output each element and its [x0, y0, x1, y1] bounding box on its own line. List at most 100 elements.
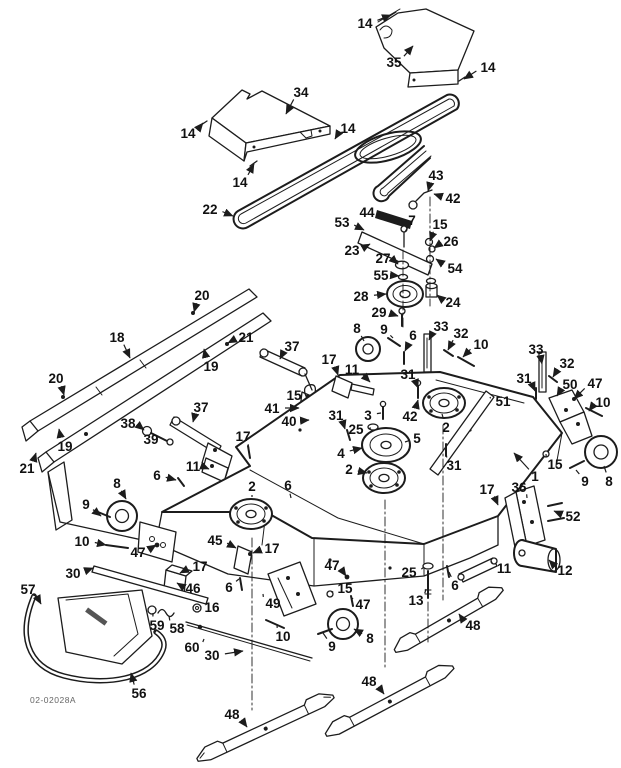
leader-line-6: [165, 473, 177, 482]
leader-line-29: [388, 309, 399, 318]
leader-line-11: [360, 372, 371, 383]
leader-line-48: [458, 613, 468, 624]
leader-line-30: [224, 648, 244, 657]
callout-60-84: 60: [184, 640, 199, 655]
callout-31-47: 31: [400, 367, 416, 382]
leader-line-32: [447, 339, 456, 351]
spindle-right: [422, 387, 466, 419]
leader-line-47: [351, 597, 354, 600]
leader-line-28: [373, 290, 387, 300]
leader-line-55: [389, 270, 400, 280]
callout-31-56: 31: [328, 408, 344, 423]
callout-59-82: 59: [149, 618, 164, 633]
callout-17-78: 17: [264, 541, 279, 556]
figure-code: 02-02028A: [30, 695, 76, 705]
leader-line-51: [489, 396, 492, 399]
leader-line-8: [603, 465, 607, 473]
leader-line-2: [441, 413, 444, 419]
callout-39-40: 39: [143, 432, 158, 447]
callout-51-57: 51: [495, 394, 511, 409]
callout-20-32: 20: [48, 371, 63, 386]
callout-14-4: 14: [357, 16, 373, 31]
leader-line-45: [226, 540, 237, 549]
callout-4-53: 4: [337, 446, 345, 461]
callout-2-54: 2: [345, 462, 353, 477]
belt-cover-35: [375, 8, 475, 88]
callout-43-8: 43: [428, 168, 444, 183]
callout-30-88: 30: [65, 566, 80, 581]
spindle-left: [229, 498, 273, 530]
leader-line-20: [57, 385, 66, 396]
callout-23-15: 23: [344, 243, 360, 258]
caster-wheel-top: [355, 333, 475, 373]
leader-line-9: [575, 469, 580, 475]
leader-line-9: [91, 507, 102, 517]
leader-line-15: [429, 231, 438, 242]
leader-line-3: [376, 412, 382, 415]
callout-25-101: 25: [401, 565, 417, 580]
leader-line-14: [463, 70, 477, 80]
callout-17-45: 17: [321, 352, 336, 367]
leader-line-48: [375, 684, 385, 695]
leader-line-17: [331, 365, 340, 376]
leader-line-47: [146, 544, 157, 554]
callout-54-17: 54: [447, 261, 463, 276]
leader-line-10: [588, 401, 598, 412]
callout-44-10: 44: [359, 205, 375, 220]
front-caster-bottom: [239, 561, 434, 640]
leader-line-34: [285, 99, 295, 115]
leader-line-33: [536, 354, 545, 365]
callout-6-76: 6: [284, 478, 292, 493]
leader-line-6: [448, 571, 452, 578]
leader-line-46: [176, 582, 187, 592]
leader-line-13: [424, 588, 427, 594]
callout-56-86: 56: [131, 686, 147, 701]
leader-line-21: [29, 452, 38, 463]
callout-14-2: 14: [232, 175, 248, 190]
callout-48-103: 48: [224, 707, 240, 722]
drive-belt-22: [232, 93, 460, 230]
leader-line-57: [32, 594, 42, 605]
leader-line-5: [404, 440, 409, 443]
leader-line-35: [403, 45, 414, 57]
leader-line-43: [426, 181, 435, 192]
callout-29-21: 29: [371, 305, 386, 320]
callout-50-61: 50: [562, 377, 577, 392]
leader-line-42: [411, 399, 420, 410]
callout-6-73: 6: [451, 578, 459, 593]
leader-line-33: [428, 330, 437, 341]
callout-30-85: 30: [204, 648, 219, 663]
callout-3-48: 3: [364, 408, 372, 423]
callout-15-13: 15: [432, 217, 448, 232]
leader-line-4: [349, 445, 363, 455]
spindle-assemblies: [229, 387, 466, 530]
leader-line-7: [404, 227, 408, 233]
callout-45-77: 45: [207, 533, 223, 548]
leader-line-8: [353, 628, 364, 638]
callout-9-90: 9: [82, 497, 90, 512]
leader-line-9: [389, 334, 394, 339]
callout-46-80: 46: [185, 581, 201, 596]
callout-2-51: 2: [442, 420, 450, 435]
callout-8-22: 8: [353, 321, 361, 336]
callout-10-27: 10: [473, 337, 488, 352]
callout-47-98: 47: [324, 558, 339, 573]
leader-line-37: [191, 412, 200, 423]
leader-line-14: [245, 163, 255, 176]
callout-6-93: 6: [225, 580, 233, 595]
callout-48-74: 48: [465, 618, 481, 633]
leader-line-40: [299, 416, 310, 425]
leader-line-17: [247, 444, 250, 451]
callout-2-75: 2: [248, 479, 256, 494]
leader-line-17: [252, 545, 263, 554]
leader-line-6: [404, 341, 413, 352]
callout-1-64: 1: [531, 469, 539, 484]
leader-line-9: [322, 632, 328, 639]
callout-8-97: 8: [366, 631, 374, 646]
leader-line-27: [388, 254, 399, 265]
leader-line-1: [513, 452, 530, 470]
callout-47-100: 47: [355, 597, 370, 612]
callout-26-14: 26: [443, 234, 459, 249]
leader-line-31: [410, 378, 419, 389]
